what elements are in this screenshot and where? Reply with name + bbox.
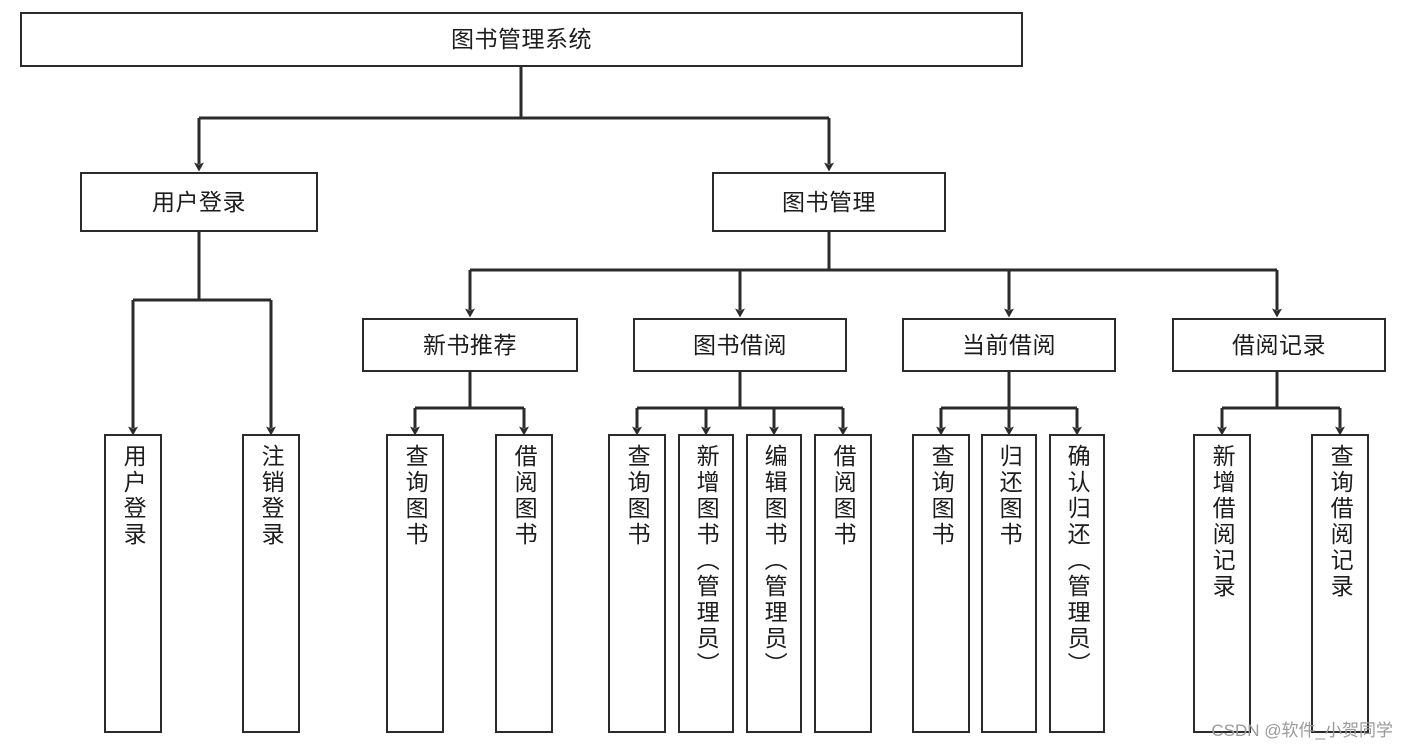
watermark-text: CSDN @软件_小贺同学 <box>1211 721 1393 740</box>
node-new-book-recommend[interactable]: 新书推荐 <box>362 318 578 372</box>
node-user-login[interactable]: 用户登录 <box>80 172 318 232</box>
node-label: 注销登录 <box>258 444 285 548</box>
node-label: 用户登录 <box>120 444 147 548</box>
node-leaf-query-book-current[interactable]: 查询图书 <box>912 434 970 733</box>
node-label: 新增借阅记录 <box>1209 444 1236 600</box>
node-label: 查询图书 <box>624 444 651 548</box>
node-label: 图书借阅 <box>693 331 787 358</box>
node-book-management[interactable]: 图书管理 <box>712 172 946 232</box>
node-label: 图书管理系统 <box>451 26 592 53</box>
node-root-book-management-system[interactable]: 图书管理系统 <box>20 12 1023 67</box>
node-leaf-borrow-book[interactable]: 借阅图书 <box>814 434 872 733</box>
node-label: 确认归还（管理员） <box>1064 444 1091 678</box>
node-leaf-query-book[interactable]: 查询图书 <box>608 434 666 733</box>
node-label: 借阅记录 <box>1232 331 1326 358</box>
node-label: 借阅图书 <box>830 444 857 548</box>
node-leaf-query-borrow-record[interactable]: 查询借阅记录 <box>1311 434 1369 733</box>
node-label: 归还图书 <box>996 444 1023 548</box>
node-leaf-user-login[interactable]: 用户登录 <box>104 434 162 733</box>
node-label: 用户登录 <box>152 188 246 215</box>
node-label: 新增图书（管理员） <box>693 444 720 678</box>
node-leaf-borrow-book-recommend[interactable]: 借阅图书 <box>495 434 553 733</box>
node-leaf-logout[interactable]: 注销登录 <box>242 434 300 733</box>
node-leaf-confirm-return-admin[interactable]: 确认归还（管理员） <box>1049 434 1105 733</box>
node-label: 编辑图书（管理员） <box>761 444 788 678</box>
node-book-borrow[interactable]: 图书借阅 <box>633 318 847 372</box>
node-current-borrow[interactable]: 当前借阅 <box>902 318 1116 372</box>
node-label: 查询图书 <box>402 444 429 548</box>
node-label: 查询借阅记录 <box>1327 444 1354 600</box>
node-borrow-record[interactable]: 借阅记录 <box>1172 318 1386 372</box>
node-leaf-return-book[interactable]: 归还图书 <box>981 434 1037 733</box>
node-leaf-add-book-admin[interactable]: 新增图书（管理员） <box>678 434 734 733</box>
node-label: 当前借阅 <box>962 331 1056 358</box>
node-label: 借阅图书 <box>511 444 538 548</box>
node-leaf-add-borrow-record[interactable]: 新增借阅记录 <box>1193 434 1251 733</box>
node-label: 查询图书 <box>928 444 955 548</box>
node-leaf-query-book-recommend[interactable]: 查询图书 <box>386 434 444 733</box>
node-label: 新书推荐 <box>423 331 517 358</box>
node-label: 图书管理 <box>782 188 876 215</box>
node-leaf-edit-book-admin[interactable]: 编辑图书（管理员） <box>746 434 802 733</box>
